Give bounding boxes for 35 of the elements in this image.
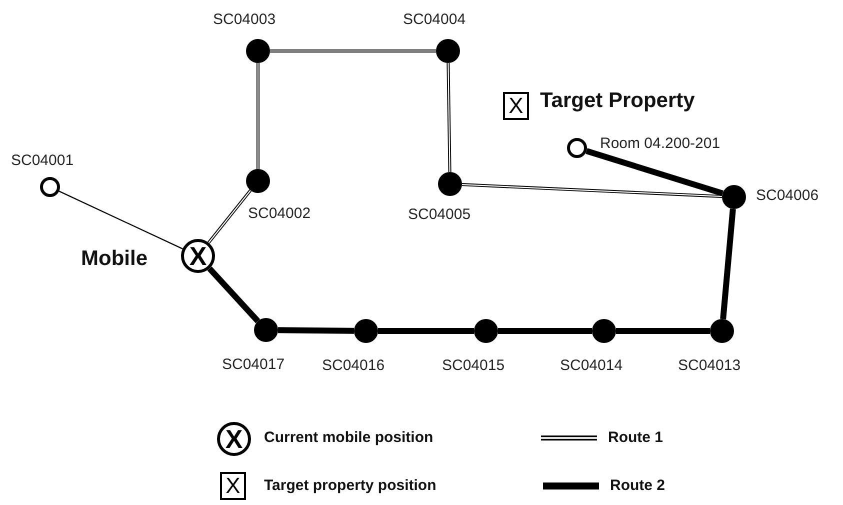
route-1-line [207,189,252,244]
station-label: SC04001 [11,152,74,170]
route-1-line [256,63,260,169]
legend-text: Route 2 [610,477,666,494]
x-mark: X [508,94,524,118]
route-2-line [586,148,724,196]
route-1-line [446,62,452,172]
station-label: SC04013 [678,357,741,375]
route-1-line [462,183,722,198]
legend-text: Current mobile position [264,429,434,446]
route-1-line [270,50,436,52]
route-2-line [207,266,260,324]
station-label: SC04006 [756,187,819,205]
legend-text: Target property position [264,477,436,494]
station-label: SC04004 [403,11,466,29]
route-2-line [498,328,592,334]
x-mark: X [224,425,244,453]
station-label: SC04003 [213,11,276,29]
station-label: SC04005 [408,206,471,224]
station-label: SC04002 [248,205,311,223]
connector-line [58,190,183,250]
marker-label: Mobile [81,247,148,271]
station-label: SC04014 [560,357,623,375]
x-mark: X [188,242,208,270]
route-2-line [616,328,710,334]
route-2-line [720,208,736,320]
station-label: SC04016 [322,357,385,375]
route-2-line [378,328,474,334]
station-label: SC04015 [442,357,505,375]
route-2-line [278,327,354,334]
station-label: Room 04.200-201 [600,135,720,153]
x-mark: X [224,474,242,498]
marker-label: Target Property [540,89,695,113]
legend-text: Route 1 [608,429,664,446]
station-label: SC04017 [222,356,285,374]
